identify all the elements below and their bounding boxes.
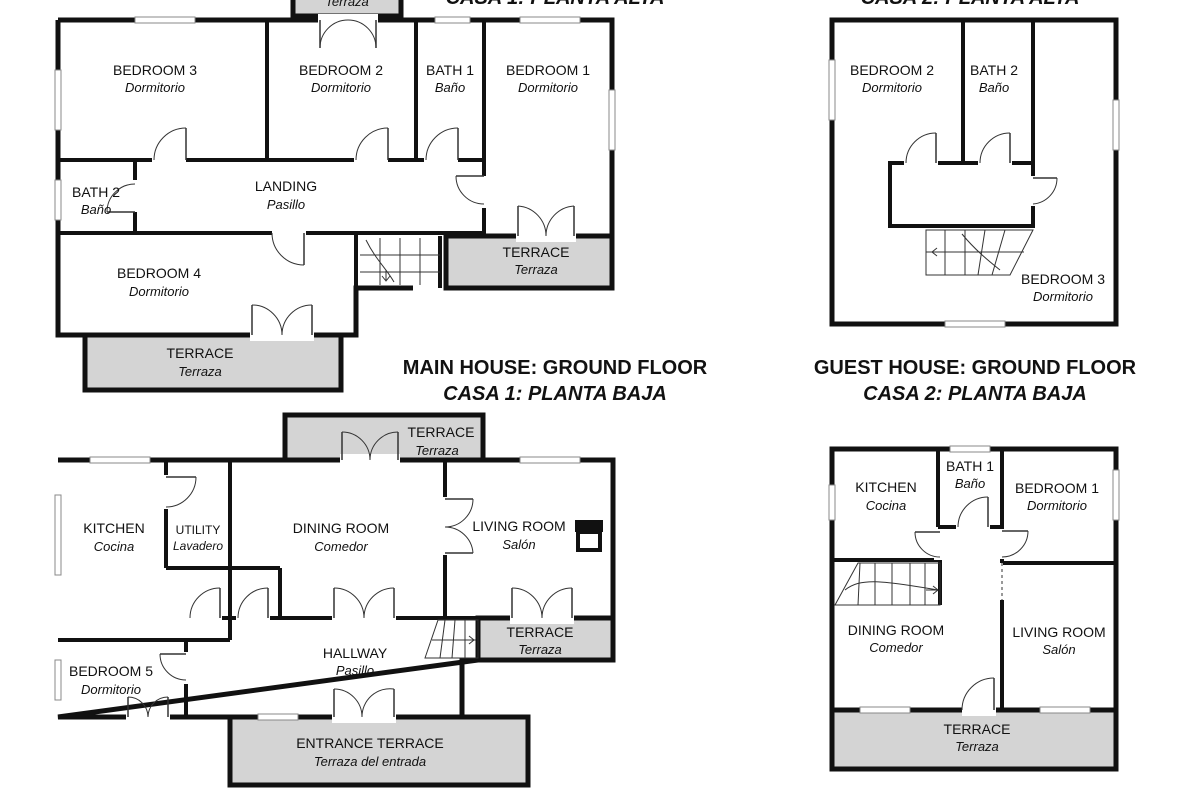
terrace-right-label: TERRACE xyxy=(503,244,570,260)
guest-terrace xyxy=(829,707,1119,772)
guest-bedroom3-label-es: Dormitorio xyxy=(1033,289,1093,304)
guest-bedroom2-label-es: Dormitorio xyxy=(862,80,922,95)
main-house-ground-floor: TERRACE Terraza KITCHEN Cocina UTILITY L… xyxy=(54,412,616,788)
guest-upper-title: CASA 2: PLANTA ALTA xyxy=(861,0,1080,9)
dining-label: DINING ROOM xyxy=(293,520,389,536)
main-upper-title: CASA 1: PLANTA ALTA xyxy=(446,0,665,9)
terrace-top-label: Terraza xyxy=(325,0,369,9)
utility-label-es: Lavadero xyxy=(173,539,223,553)
terrace-bottom xyxy=(82,332,344,393)
guest-bath2-label: BATH 2 xyxy=(970,62,1018,78)
guest-bath2-label-es: Baño xyxy=(979,80,1009,95)
terrace-mid-ground xyxy=(475,615,616,663)
terrace-bottom-label: TERRACE xyxy=(167,345,234,361)
bedroom1-label-es: Dormitorio xyxy=(518,80,578,95)
terrace-top-ground xyxy=(282,412,486,463)
kitchen-label: KITCHEN xyxy=(83,520,144,536)
stairs-upper-main xyxy=(360,238,440,285)
guest-house-upper-floor: CASA 2: PLANTA ALTA BEDROOM 2 Dormitorio… xyxy=(828,0,1120,328)
guest-bath1-label: BATH 1 xyxy=(946,458,994,474)
guest-bedroom3-label: BEDROOM 3 xyxy=(1021,271,1105,287)
guest-house-ground-floor: KITCHEN Cocina BATH 1 Baño BEDROOM 1 Dor… xyxy=(828,445,1120,772)
stairs-ground-main xyxy=(424,619,479,659)
terrace-top-ground-label: TERRACE xyxy=(408,424,475,440)
terrace-right-label-es: Terraza xyxy=(514,262,558,277)
hallway-label-es: Pasillo xyxy=(336,663,374,678)
fireplace-icon xyxy=(575,520,603,552)
bedroom5-label-es: Dormitorio xyxy=(81,682,141,697)
guest-dining-label-es: Comedor xyxy=(869,640,923,655)
guest-kitchen-label-es: Cocina xyxy=(866,498,906,513)
landing-label: LANDING xyxy=(255,178,317,194)
terrace-mid-label: TERRACE xyxy=(507,624,574,640)
guest-terrace-label-es: Terraza xyxy=(955,739,999,754)
guest-living-label-es: Salón xyxy=(1042,642,1075,657)
entrance-terrace-label: ENTRANCE TERRACE xyxy=(296,735,444,751)
guest-kitchen-label: KITCHEN xyxy=(855,479,916,495)
living-label-es: Salón xyxy=(502,537,535,552)
main-ground-title: MAIN HOUSE: GROUND FLOOR xyxy=(403,357,708,379)
main-ground-title-es: CASA 1: PLANTA BAJA xyxy=(443,383,667,405)
bedroom4-label-es: Dormitorio xyxy=(129,284,189,299)
entrance-terrace-label-es: Terraza del entrada xyxy=(314,754,426,769)
main-house-upper-floor: Terraza CASA 1: PLANTA ALTA xyxy=(54,0,665,393)
guest-ground-title-es: CASA 2: PLANTA BAJA xyxy=(863,383,1087,405)
guest-bedroom1-label: BEDROOM 1 xyxy=(1015,480,1099,496)
utility-label: UTILITY xyxy=(176,523,221,537)
dining-label-es: Comedor xyxy=(314,539,368,554)
stairs-ground-guest xyxy=(834,562,941,606)
bath1-label-es: Baño xyxy=(435,80,465,95)
terrace-top-ground-label-es: Terraza xyxy=(415,443,459,458)
bath2-label-es: Baño xyxy=(81,202,111,217)
guest-terrace-label: TERRACE xyxy=(944,721,1011,737)
living-label: LIVING ROOM xyxy=(472,518,565,534)
guest-ground-title: GUEST HOUSE: GROUND FLOOR xyxy=(814,357,1137,379)
bedroom2-label-es: Dormitorio xyxy=(311,80,371,95)
guest-living-label: LIVING ROOM xyxy=(1012,624,1105,640)
bedroom2-label: BEDROOM 2 xyxy=(299,62,383,78)
hallway-label: HALLWAY xyxy=(323,645,388,661)
bath2-label: BATH 2 xyxy=(72,184,120,200)
bedroom5-label: BEDROOM 5 xyxy=(69,663,153,679)
terrace-bottom-label-es: Terraza xyxy=(178,364,222,379)
bedroom3-label: BEDROOM 3 xyxy=(113,62,197,78)
main-ground-outer-wall xyxy=(57,457,616,720)
bedroom4-label: BEDROOM 4 xyxy=(117,265,201,281)
terrace-mid-label-es: Terraza xyxy=(518,642,562,657)
guest-bedroom2-label: BEDROOM 2 xyxy=(850,62,934,78)
entrance-terrace xyxy=(227,714,531,788)
bath1-label: BATH 1 xyxy=(426,62,474,78)
landing-label-es: Pasillo xyxy=(267,197,305,212)
bedroom3-label-es: Dormitorio xyxy=(125,80,185,95)
kitchen-label-es: Cocina xyxy=(94,539,134,554)
guest-bedroom1-label-es: Dormitorio xyxy=(1027,498,1087,513)
stairs-upper-guest xyxy=(925,229,1034,276)
guest-dining-label: DINING ROOM xyxy=(848,622,944,638)
bedroom1-label: BEDROOM 1 xyxy=(506,62,590,78)
guest-bath1-label-es: Baño xyxy=(955,476,985,491)
